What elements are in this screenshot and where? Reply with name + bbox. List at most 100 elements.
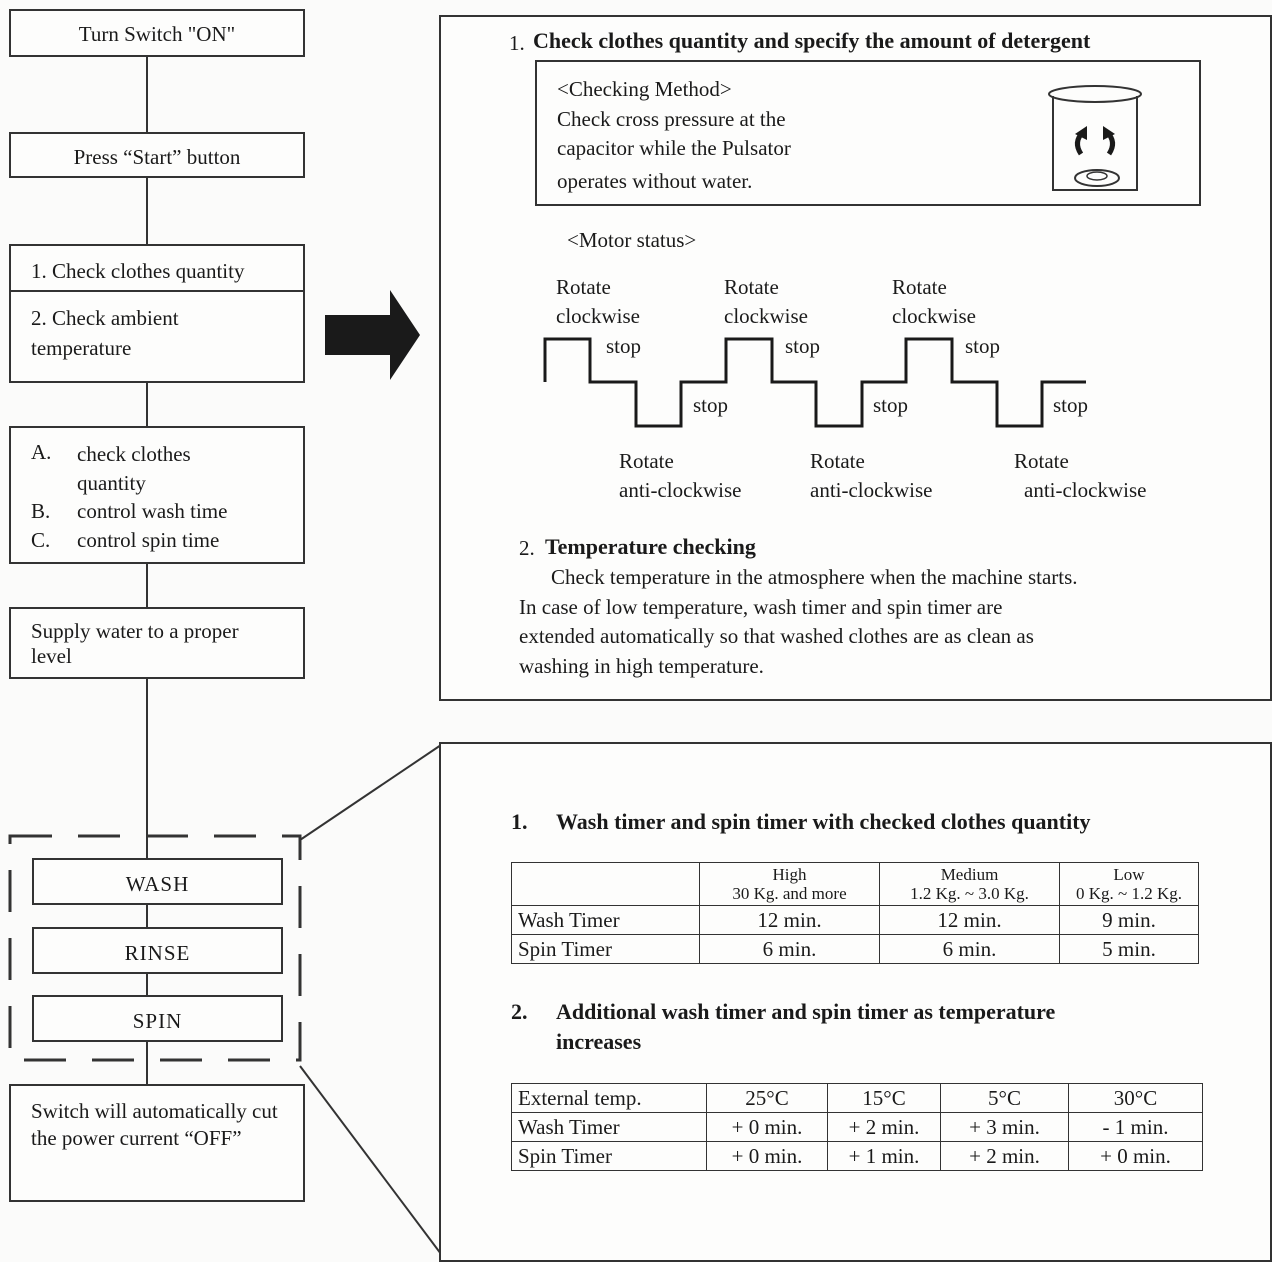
temp-timers-heading: increases [556,1029,642,1054]
control-text-a: check clothes quantity [77,442,191,495]
motor-waveform [543,337,1086,428]
method-line: operates without water. [557,169,753,193]
method-line: capacitor while the Pulsator [557,136,791,160]
column-name: Medium [940,865,999,884]
rotate-cw-label: clockwise [556,304,640,328]
temp-heading: Temperature checking [545,534,756,559]
table-header-cell: 25°C [706,1083,828,1113]
rotate-acw-label: anti-clockwise [810,478,933,502]
stop-label: stop [873,393,909,417]
rotate-cw-label: clockwise [892,304,976,328]
rotate-cw-label: clockwise [724,304,808,328]
control-letter-b: B. [31,499,51,523]
table-cell: + 2 min. [827,1112,941,1142]
panel1-heading-num: 1. [509,31,525,55]
control-letter-c: C. [31,528,51,552]
stop-label: stop [785,334,821,358]
temp-text: extended automatically so that washed cl… [519,624,1034,648]
flow-step-label: 2. Check ambient temperature [31,306,179,360]
column-range: 0 Kg. ~ 1.2 Kg. [1075,884,1182,903]
right-arrow-icon [325,290,420,380]
table-cell: + 1 min. [827,1141,941,1171]
table-row: Spin Timer 6 min. 6 min. 5 min. [511,934,1199,964]
wash-label: WASH [125,872,190,896]
rotate-acw-label: anti-clockwise [1024,478,1147,502]
table-row: Wash Timer 12 min. 12 min. 9 min. [511,905,1199,935]
stop-label: stop [693,393,729,417]
table-cell: 9 min. [1059,905,1199,935]
table-header-cell: 5°C [940,1083,1069,1113]
row-label: Wash Timer [511,1112,707,1142]
temp-heading-num: 2. [519,536,535,560]
flow-step-label: 1. Check clothes quantity [31,259,245,283]
rotate-acw-label: Rotate [619,449,674,473]
checking-method-box: <Checking Method> Check cross pressure a… [535,60,1201,206]
quantity-timer-table: High 30 Kg. and more Medium 1.2 Kg. ~ 3.… [511,862,1199,964]
temp-text: Check temperature in the atmosphere when… [551,565,1078,589]
table-row: Spin Timer + 0 min. + 1 min. + 2 min. + … [511,1141,1203,1171]
flow-step-label: Supply water to a proper level [31,619,239,668]
panel1-heading: Check clothes quantity and specify the a… [533,28,1091,53]
table-cell: + 3 min. [940,1112,1069,1142]
cycle-dashed-frame [8,834,302,1062]
panel-timers: 1. Wash timer and spin timer with checke… [439,742,1272,1262]
flow-step-press-start: Press “Start” button [9,132,305,178]
table-cell: + 0 min. [706,1112,828,1142]
pulsator-tub-icon [1048,85,1142,191]
spin-label: SPIN [132,1009,183,1033]
flow-step-label: Press “Start” button [73,145,241,169]
flow-step-supply: Supply water to a proper level [9,607,305,679]
control-text-b: control wash time [77,499,228,523]
stop-label: stop [1053,393,1089,417]
flow-step-label: Switch will automatically cut the power … [31,1099,278,1150]
table-row: High 30 Kg. and more Medium 1.2 Kg. ~ 3.… [511,862,1199,906]
temperature-timer-table: External temp. 25°C 15°C 5°C 30°C Wash T… [511,1083,1203,1171]
motor-status-label: <Motor status> [567,228,697,252]
flow-step-control: A. check clothes quantity B. control was… [9,426,305,564]
table-header-cell: 15°C [827,1083,941,1113]
stop-label: stop [606,334,642,358]
column-range: 30 Kg. and more [732,884,847,903]
stop-label: stop [965,334,1001,358]
rotate-acw-label: anti-clockwise [619,478,742,502]
row-label: Spin Timer [511,934,700,964]
rotate-cw-label: Rotate [556,275,611,299]
table-cell: - 1 min. [1068,1112,1203,1142]
table-cell: 6 min. [699,934,880,964]
column-name: Low [1113,865,1145,884]
rotate-cw-label: Rotate [724,275,779,299]
row-label: External temp. [511,1083,707,1113]
table-header-cell: Medium 1.2 Kg. ~ 3.0 Kg. [879,862,1060,906]
method-line: Check cross pressure at the [557,107,786,131]
flow-connector [146,56,148,1086]
temp-timers-heading-num: 2. [511,999,528,1024]
timers-heading-num: 1. [511,809,528,834]
panel-detection: 1. Check clothes quantity and specify th… [439,15,1272,701]
column-name: High [772,865,807,884]
flow-step-check: 1. Check clothes quantity 2. Check ambie… [9,244,305,383]
temp-text: washing in high temperature. [519,654,764,678]
divider [11,290,303,292]
control-letter-a: A. [31,440,52,464]
column-range: 1.2 Kg. ~ 3.0 Kg. [910,884,1029,903]
table-cell: 12 min. [879,905,1060,935]
row-label: Wash Timer [511,905,700,935]
row-label: Spin Timer [511,1141,707,1171]
rotate-acw-label: Rotate [810,449,865,473]
rotate-cw-label: Rotate [892,275,947,299]
rinse-label: RINSE [124,941,191,965]
table-row: Wash Timer + 0 min. + 2 min. + 3 min. - … [511,1112,1203,1142]
flow-step-label: Turn Switch "ON" [78,22,236,46]
timers-heading: Wash timer and spin timer with checked c… [556,809,1091,834]
temp-text: In case of low temperature, wash timer a… [519,595,1003,619]
table-header-cell: Low 0 Kg. ~ 1.2 Kg. [1059,862,1199,906]
method-title: <Checking Method> [557,77,732,101]
table-header-cell: High 30 Kg. and more [699,862,880,906]
control-text-c: control spin time [77,528,220,552]
table-cell: + 2 min. [940,1141,1069,1171]
flow-step-switch-off: Switch will automatically cut the power … [9,1084,305,1202]
rotate-acw-label: Rotate [1014,449,1069,473]
flow-step-wash: WASH [32,858,283,905]
table-cell: + 0 min. [1068,1141,1203,1171]
